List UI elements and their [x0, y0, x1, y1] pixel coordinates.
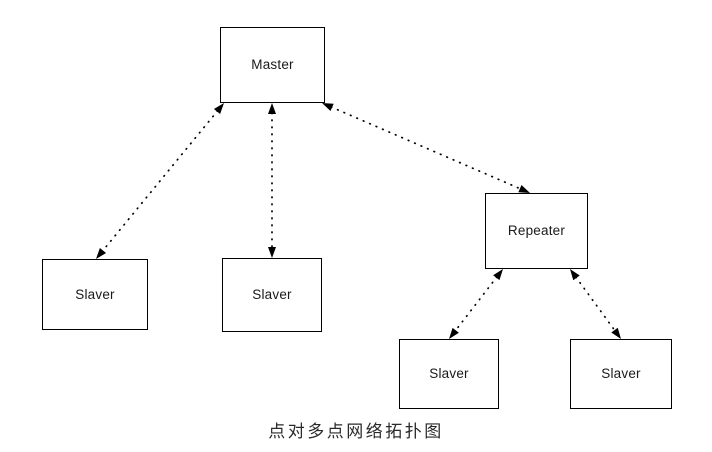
arrowhead-end-icon: [96, 247, 107, 259]
edge-repeater-slaver4: [570, 269, 621, 339]
node-slaver-3[interactable]: Slaver: [399, 339, 499, 409]
edge-repeater-slaver3: [449, 269, 503, 339]
edge-master-repeater: [322, 103, 530, 193]
arrowhead-start-icon: [322, 103, 334, 112]
edge-master-slaver1: [96, 103, 224, 259]
node-label: Repeater: [507, 223, 566, 239]
arrowhead-end-icon: [518, 184, 530, 193]
node-label: Slaver: [429, 366, 469, 382]
arrowhead-end-icon: [611, 327, 621, 339]
edge-line: [101, 109, 219, 253]
node-slaver-2[interactable]: Slaver: [222, 258, 322, 332]
diagram-caption: 点对多点网络拓扑图: [268, 422, 444, 442]
node-repeater[interactable]: Repeater: [485, 193, 588, 269]
node-label: Slaver: [252, 287, 292, 303]
node-label: Master: [251, 57, 294, 73]
node-label: Slaver: [601, 366, 641, 382]
node-master[interactable]: Master: [220, 27, 325, 103]
arrowhead-start-icon: [268, 103, 276, 114]
node-slaver-1[interactable]: Slaver: [42, 259, 148, 330]
arrowhead-start-icon: [213, 103, 224, 115]
arrowhead-start-icon: [570, 269, 580, 281]
edge-master-slaver2: [268, 103, 276, 258]
edge-line: [575, 276, 616, 332]
node-slaver-4[interactable]: Slaver: [570, 339, 672, 409]
arrowhead-start-icon: [493, 269, 503, 281]
node-label: Slaver: [75, 286, 115, 302]
arrowhead-end-icon: [449, 327, 459, 339]
edge-line: [330, 106, 522, 190]
edge-line: [454, 276, 498, 332]
arrowhead-end-icon: [268, 247, 276, 258]
